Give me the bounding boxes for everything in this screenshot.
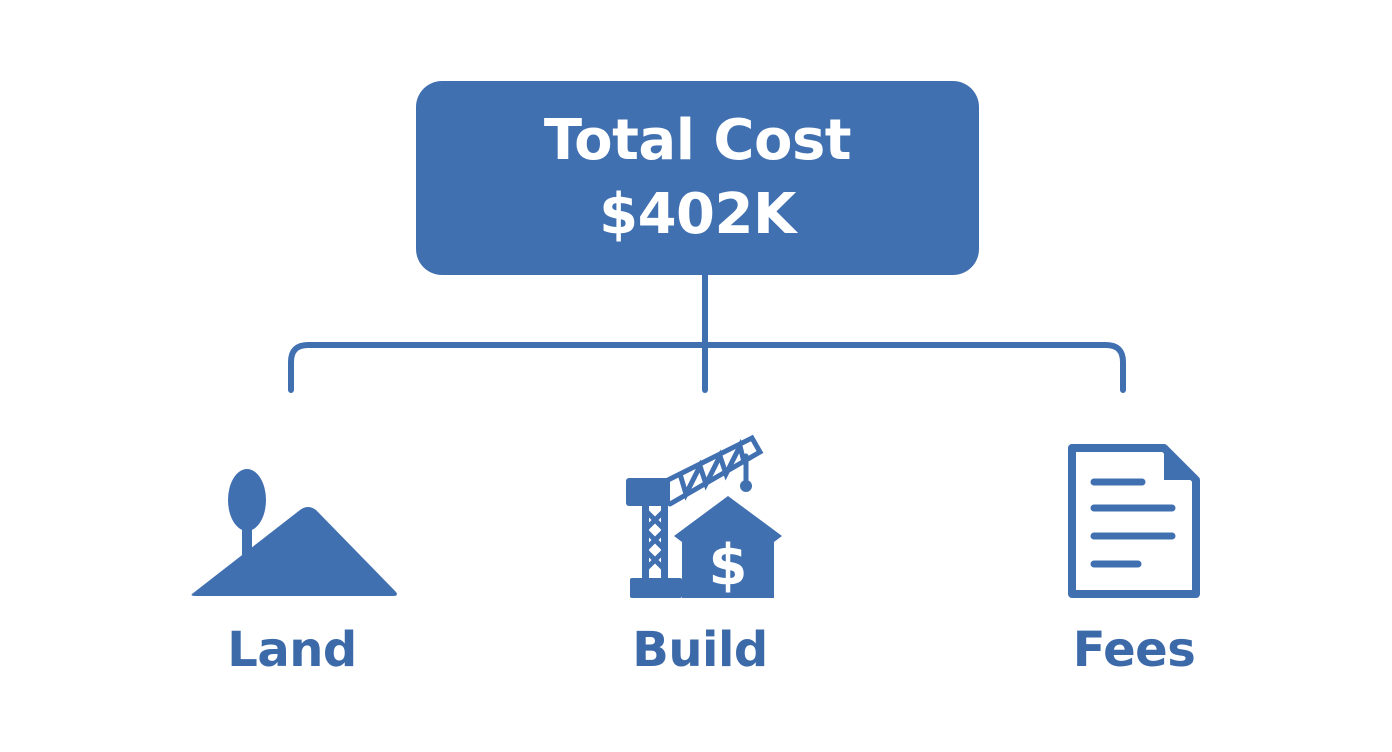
document-outline (1068, 444, 1200, 598)
total-cost-box: Total Cost $402K (416, 81, 979, 275)
branch-label-fees: Fees (1072, 622, 1196, 678)
crane-jib (661, 434, 764, 507)
document-fold (1164, 448, 1196, 480)
branch-bar (288, 342, 1126, 393)
tree-crown (228, 469, 266, 531)
house-shape (674, 496, 782, 598)
crane-base (630, 578, 682, 598)
crane-hook (740, 480, 752, 492)
jib-lattice (677, 438, 747, 501)
hill-shape (191, 507, 397, 596)
total-cost-value: $402K (599, 182, 796, 247)
house-dollar-symbol: $ (709, 533, 748, 598)
land-hill-tree-icon (191, 469, 397, 596)
branch-label-land: Land (227, 622, 357, 678)
mast-lattice (642, 507, 668, 573)
total-cost-title: Total Cost (543, 108, 852, 173)
tree-trunk (242, 516, 252, 556)
connector-group (288, 272, 1126, 393)
crane-cab (626, 478, 670, 506)
crane-house-dollar-icon: $ (626, 434, 782, 598)
document-icon (1068, 444, 1200, 598)
branch-label-build: Build (632, 622, 768, 678)
